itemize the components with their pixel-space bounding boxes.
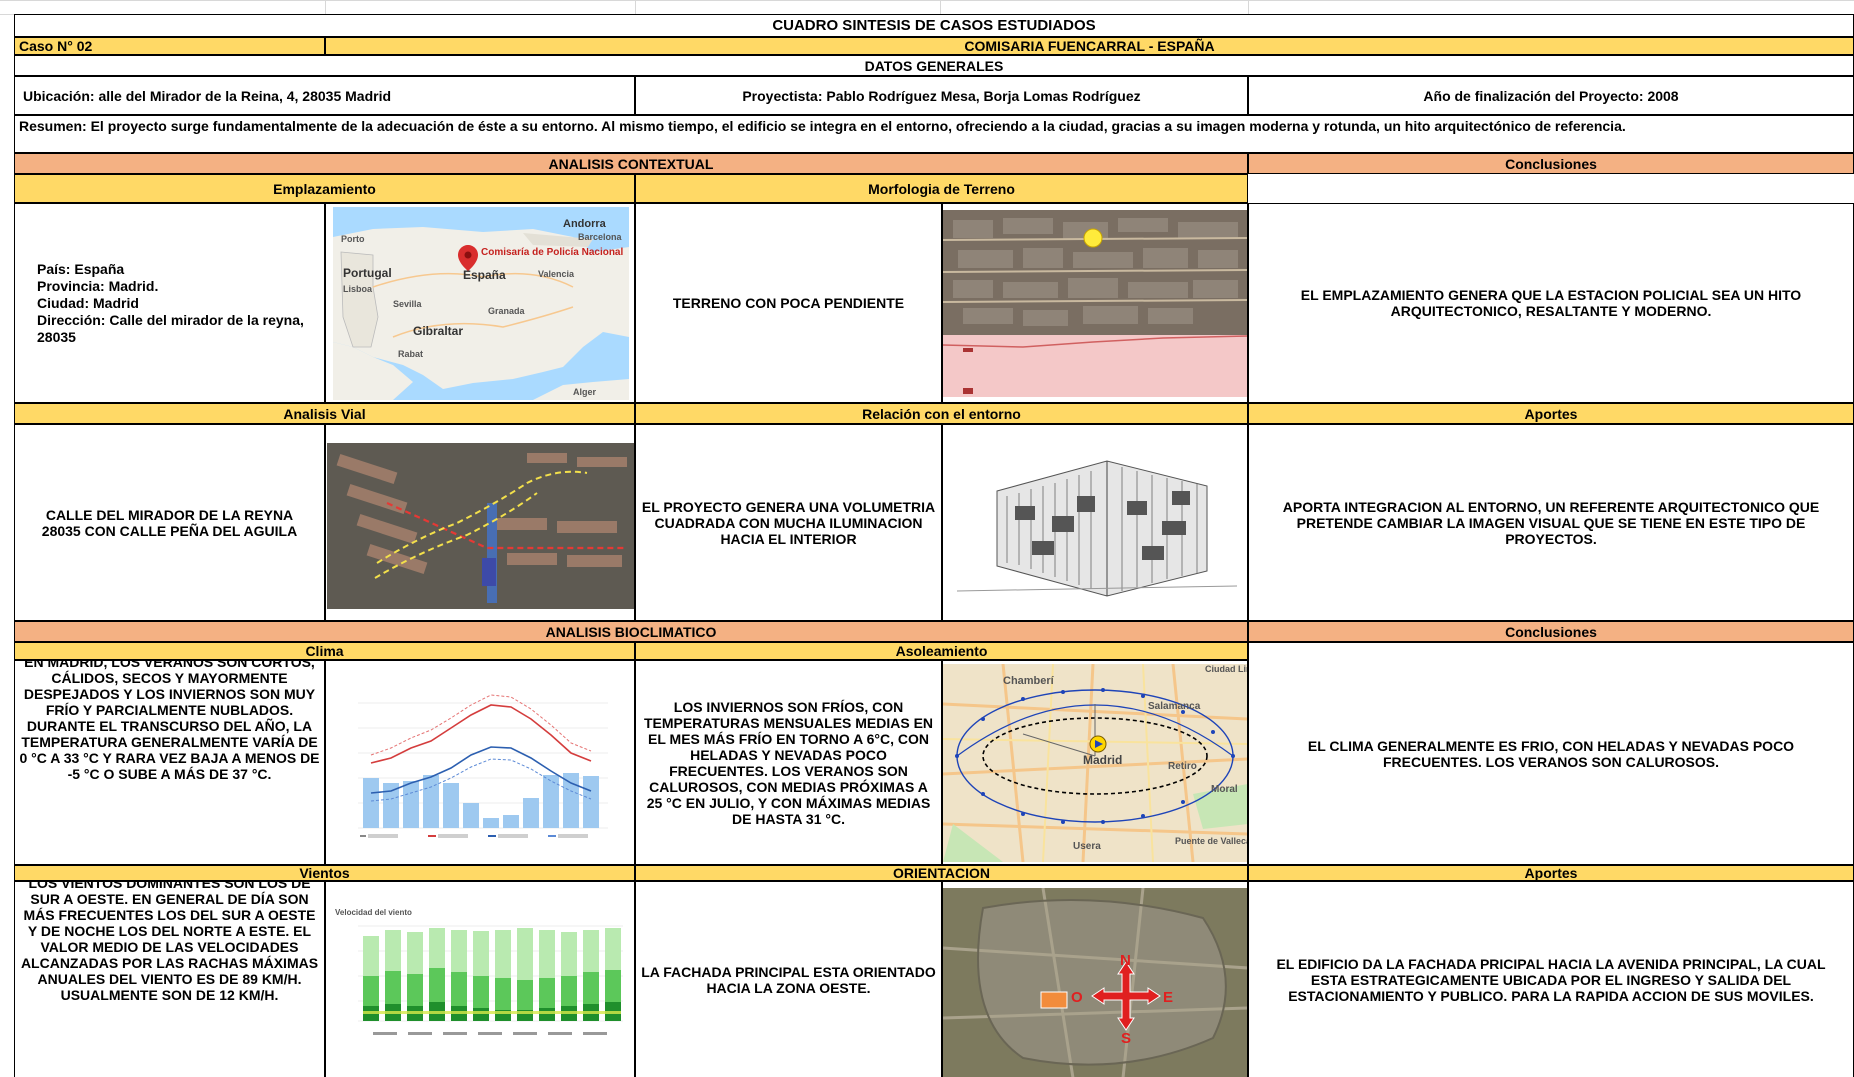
site-info-cell: País: España Provincia: Madrid. Ciudad: …	[14, 203, 325, 403]
site-label: Emplazamiento	[14, 174, 635, 203]
map-label-espana: España	[463, 268, 506, 282]
case-number: Caso N° 02	[14, 37, 325, 55]
grid-line	[1248, 0, 1249, 14]
map-label-portugal: Portugal	[343, 266, 392, 280]
climate-chart-cell	[325, 660, 635, 865]
general-data-heading: DATOS GENERALES	[14, 55, 1854, 76]
sun-map-label-salamanca: Salamanca	[1148, 701, 1201, 712]
grid-line	[0, 14, 14, 15]
terrain-satellite-image	[943, 210, 1247, 397]
map-label-rabat: Rabat	[398, 349, 423, 359]
wind-chart-title: Velocidad del viento	[335, 908, 412, 917]
relation-text-cell: EL PROYECTO GENERA UNA VOLUMETRIA CUADRA…	[635, 424, 942, 621]
designers-cell: Proyectista: Pablo Rodríguez Mesa, Borja…	[635, 76, 1248, 115]
map-label-granada: Granada	[488, 306, 526, 316]
wind-chart-image: Velocidad del viento	[333, 906, 630, 1041]
site-map-cell: Comisaría de Policía Nacional Andorra Ba…	[325, 203, 635, 403]
site-province: Provincia: Madrid.	[37, 277, 159, 294]
compass-arrows-icon	[1091, 961, 1161, 1031]
wind-label: Vientos	[14, 865, 635, 881]
spain-map-image: Comisaría de Policía Nacional Andorra Ba…	[333, 207, 629, 400]
sun-map-label-usera: Usera	[1073, 841, 1101, 852]
grid-line	[940, 0, 941, 14]
project-name: COMISARIA FUENCARRAL - ESPAÑA	[325, 37, 1854, 55]
road-text-cell: CALLE DEL MIRADOR DE LA REYNA 28035 CON …	[14, 424, 325, 621]
terrain-text-cell: TERRENO CON POCA PENDIENTE	[635, 203, 942, 403]
orientation-image-cell: N S E O	[942, 881, 1248, 1077]
compass-east-label: E	[1163, 989, 1173, 1006]
sun-path-map-image: Chamberí Salamanca Madrid Retiro Moral U…	[943, 664, 1248, 862]
sun-map-label-madrid: Madrid	[1083, 753, 1122, 767]
map-label-porto: Porto	[341, 234, 365, 244]
building-sketch-image	[957, 451, 1237, 601]
climate-conclusion-cell: EL CLIMA GENERALMENTE ES FRIO, CON HELAD…	[1248, 642, 1854, 865]
grid-line	[635, 0, 636, 14]
sun-map-label-retiro: Retiro	[1168, 761, 1197, 772]
building-marker	[1040, 991, 1068, 1009]
table-title: CUADRO SINTESIS DE CASOS ESTUDIADOS	[14, 14, 1854, 37]
map-pin-label: Comisaría de Policía Nacional	[481, 247, 623, 258]
relation-image-cell	[942, 424, 1248, 621]
road-analysis-label: Analisis Vial	[14, 403, 635, 424]
climate-label: Clima	[14, 642, 635, 660]
terrain-label: Morfologia de Terreno	[635, 174, 1248, 203]
orientation-aerial-image: N S E O	[943, 888, 1247, 1077]
road-aerial-image	[327, 443, 634, 609]
orientation-contribution-cell: EL EDIFICIO DA LA FACHADA PRICIPAL HACIA…	[1248, 881, 1854, 1077]
sun-map-label-moral: Moral	[1211, 784, 1238, 795]
contextual-contributions-label: Aportes	[1248, 403, 1854, 424]
climate-chart-image	[338, 683, 626, 845]
relation-label: Relación con el entorno	[635, 403, 1248, 424]
map-label-sevilla: Sevilla	[393, 299, 423, 309]
bioclimatic-section-header: ANALISIS BIOCLIMATICO	[14, 621, 1248, 642]
sun-map-label-puente: Puente de Vallecas	[1175, 836, 1248, 846]
compass-north-label: N	[1120, 952, 1131, 969]
site-conclusion-cell: EL EMPLAZAMIENTO GENERA QUE LA ESTACION …	[1248, 203, 1854, 403]
map-label-alger: Alger	[573, 387, 597, 397]
sun-text-cell: LOS INVIERNOS SON FRÍOS, CON TEMPERATURA…	[635, 660, 942, 865]
wind-text-cell: LOS VIENTOS DOMINANTES SON LOS DE SUR A …	[14, 881, 325, 1077]
terrain-image-cell	[942, 203, 1248, 403]
climate-text-cell: EN MADRID, LOS VERANOS SON CORTOS, CÁLID…	[14, 660, 325, 865]
site-country: País: España	[37, 260, 125, 277]
compass-south-label: S	[1121, 1030, 1131, 1047]
bioclimatic-contributions-label: Aportes	[1248, 865, 1854, 881]
grid-line	[325, 0, 326, 14]
map-label-gibraltar: Gibraltar	[413, 324, 463, 338]
contextual-contribution-cell: APORTA INTEGRACION AL ENTORNO, UN REFERE…	[1248, 424, 1854, 621]
map-label-valencia: Valencia	[538, 269, 575, 279]
summary-cell: Resumen: El proyecto surge fundamentalme…	[14, 115, 1854, 153]
map-label-lisboa: Lisboa	[343, 284, 373, 294]
map-label-andorra: Andorra	[563, 218, 607, 230]
site-address: Dirección: Calle del mirador de la reyna…	[37, 311, 304, 345]
year-cell: Año de finalización del Proyecto: 2008	[1248, 76, 1854, 115]
contextual-section-header: ANALISIS CONTEXTUAL	[14, 153, 1248, 174]
grid-line	[0, 0, 1854, 1]
orientation-label: ORIENTACION	[635, 865, 1248, 881]
sun-image-cell: Chamberí Salamanca Madrid Retiro Moral U…	[942, 660, 1248, 865]
sun-map-label-chamberi: Chamberí	[1003, 675, 1055, 687]
sun-map-label-ciudad: Ciudad Lin	[1205, 664, 1248, 674]
map-label-barcelona: Barcelona	[578, 232, 623, 242]
orientation-text-cell: LA FACHADA PRINCIPAL ESTA ORIENTADO HACI…	[635, 881, 942, 1077]
compass-west-label: O	[1071, 989, 1083, 1006]
wind-chart-cell: Velocidad del viento	[325, 881, 635, 1077]
road-image-cell	[325, 424, 635, 621]
sun-label: Asoleamiento	[635, 642, 1248, 660]
site-city: Ciudad: Madrid	[37, 294, 139, 311]
contextual-conclusions-header: Conclusiones	[1248, 153, 1854, 174]
bioclimatic-conclusions-header: Conclusiones	[1248, 621, 1854, 642]
location-cell: Ubicación: alle del Mirador de la Reina,…	[14, 76, 635, 115]
